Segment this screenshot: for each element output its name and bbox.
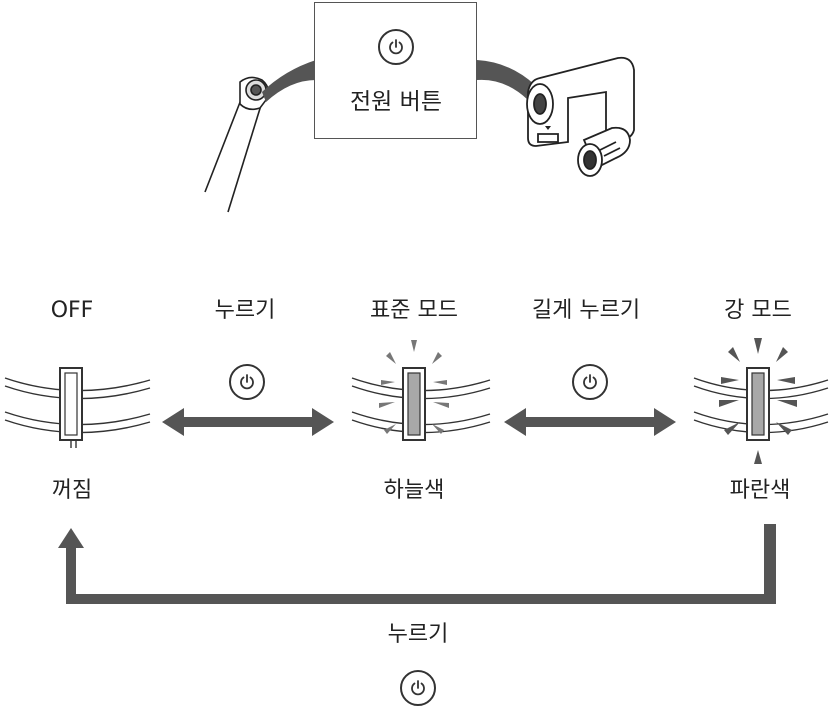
power-icon (229, 364, 265, 400)
action-label-press-2: 누르기 (387, 622, 449, 647)
glow-rays-strong (719, 338, 797, 464)
action-label-press-1: 누르기 (214, 298, 276, 323)
power-icon (572, 364, 608, 400)
color-label-off: 꺼짐 (51, 478, 93, 503)
mode-label-off: OFF (50, 298, 94, 323)
arrow-off-standard (162, 408, 334, 436)
color-label-standard: 하늘색 (383, 478, 445, 503)
mode-label-standard: 표준 모드 (370, 298, 458, 323)
power-button-callout (314, 2, 477, 139)
callout-leader-left (262, 60, 316, 102)
arrow-strong-to-off (58, 524, 776, 604)
power-button-label: 전원 버튼 (350, 89, 442, 115)
color-label-strong: 파란색 (729, 478, 791, 503)
power-icon (400, 670, 436, 706)
action-label-long-press: 길게 누르기 (531, 298, 641, 323)
power-icon (378, 29, 414, 65)
handle-illustration (526, 56, 635, 177)
wand-section-off (4, 367, 151, 448)
glow-rays-standard (379, 340, 449, 434)
wand-section-strong (693, 367, 829, 441)
wand-section-standard (351, 367, 491, 441)
arrow-standard-strong (504, 408, 676, 436)
callout-leader-right (477, 60, 535, 100)
mode-label-strong: 강 모드 (724, 298, 792, 323)
wand-illustration (204, 76, 270, 213)
